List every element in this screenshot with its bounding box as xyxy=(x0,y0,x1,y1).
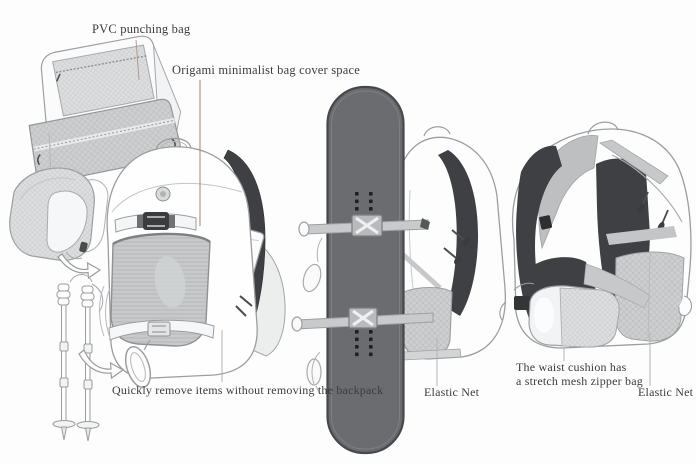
front-backpack-illustration xyxy=(99,137,286,389)
helmet-illustration xyxy=(9,167,109,261)
quick-remove-label: Quickly remove items without removing th… xyxy=(112,383,384,397)
snowboard-carry-illustration xyxy=(291,85,506,455)
waist-cushion-label-line2: a stretch mesh zipper bag xyxy=(516,374,643,388)
pvc-punching-bag-illustration xyxy=(28,35,182,184)
waist-cushion-label: The waist cushion has a stretch mesh zip… xyxy=(516,360,643,388)
waist-cushion-label-line1: The waist cushion has xyxy=(516,360,627,374)
pvc-bag-label: PVC punching bag xyxy=(92,22,191,36)
elastic-net-left-label: Elastic Net xyxy=(424,385,480,399)
leader-lines xyxy=(135,39,651,386)
trekking-poles-illustration xyxy=(52,274,104,442)
arrow-icon xyxy=(78,349,125,380)
elastic-net-right-label: Elastic Net xyxy=(638,385,694,399)
rear-backpack-illustration xyxy=(499,121,693,349)
origami-cover-label: Origami minimalist bag cover space xyxy=(172,63,360,77)
arrow-icon xyxy=(57,253,102,280)
